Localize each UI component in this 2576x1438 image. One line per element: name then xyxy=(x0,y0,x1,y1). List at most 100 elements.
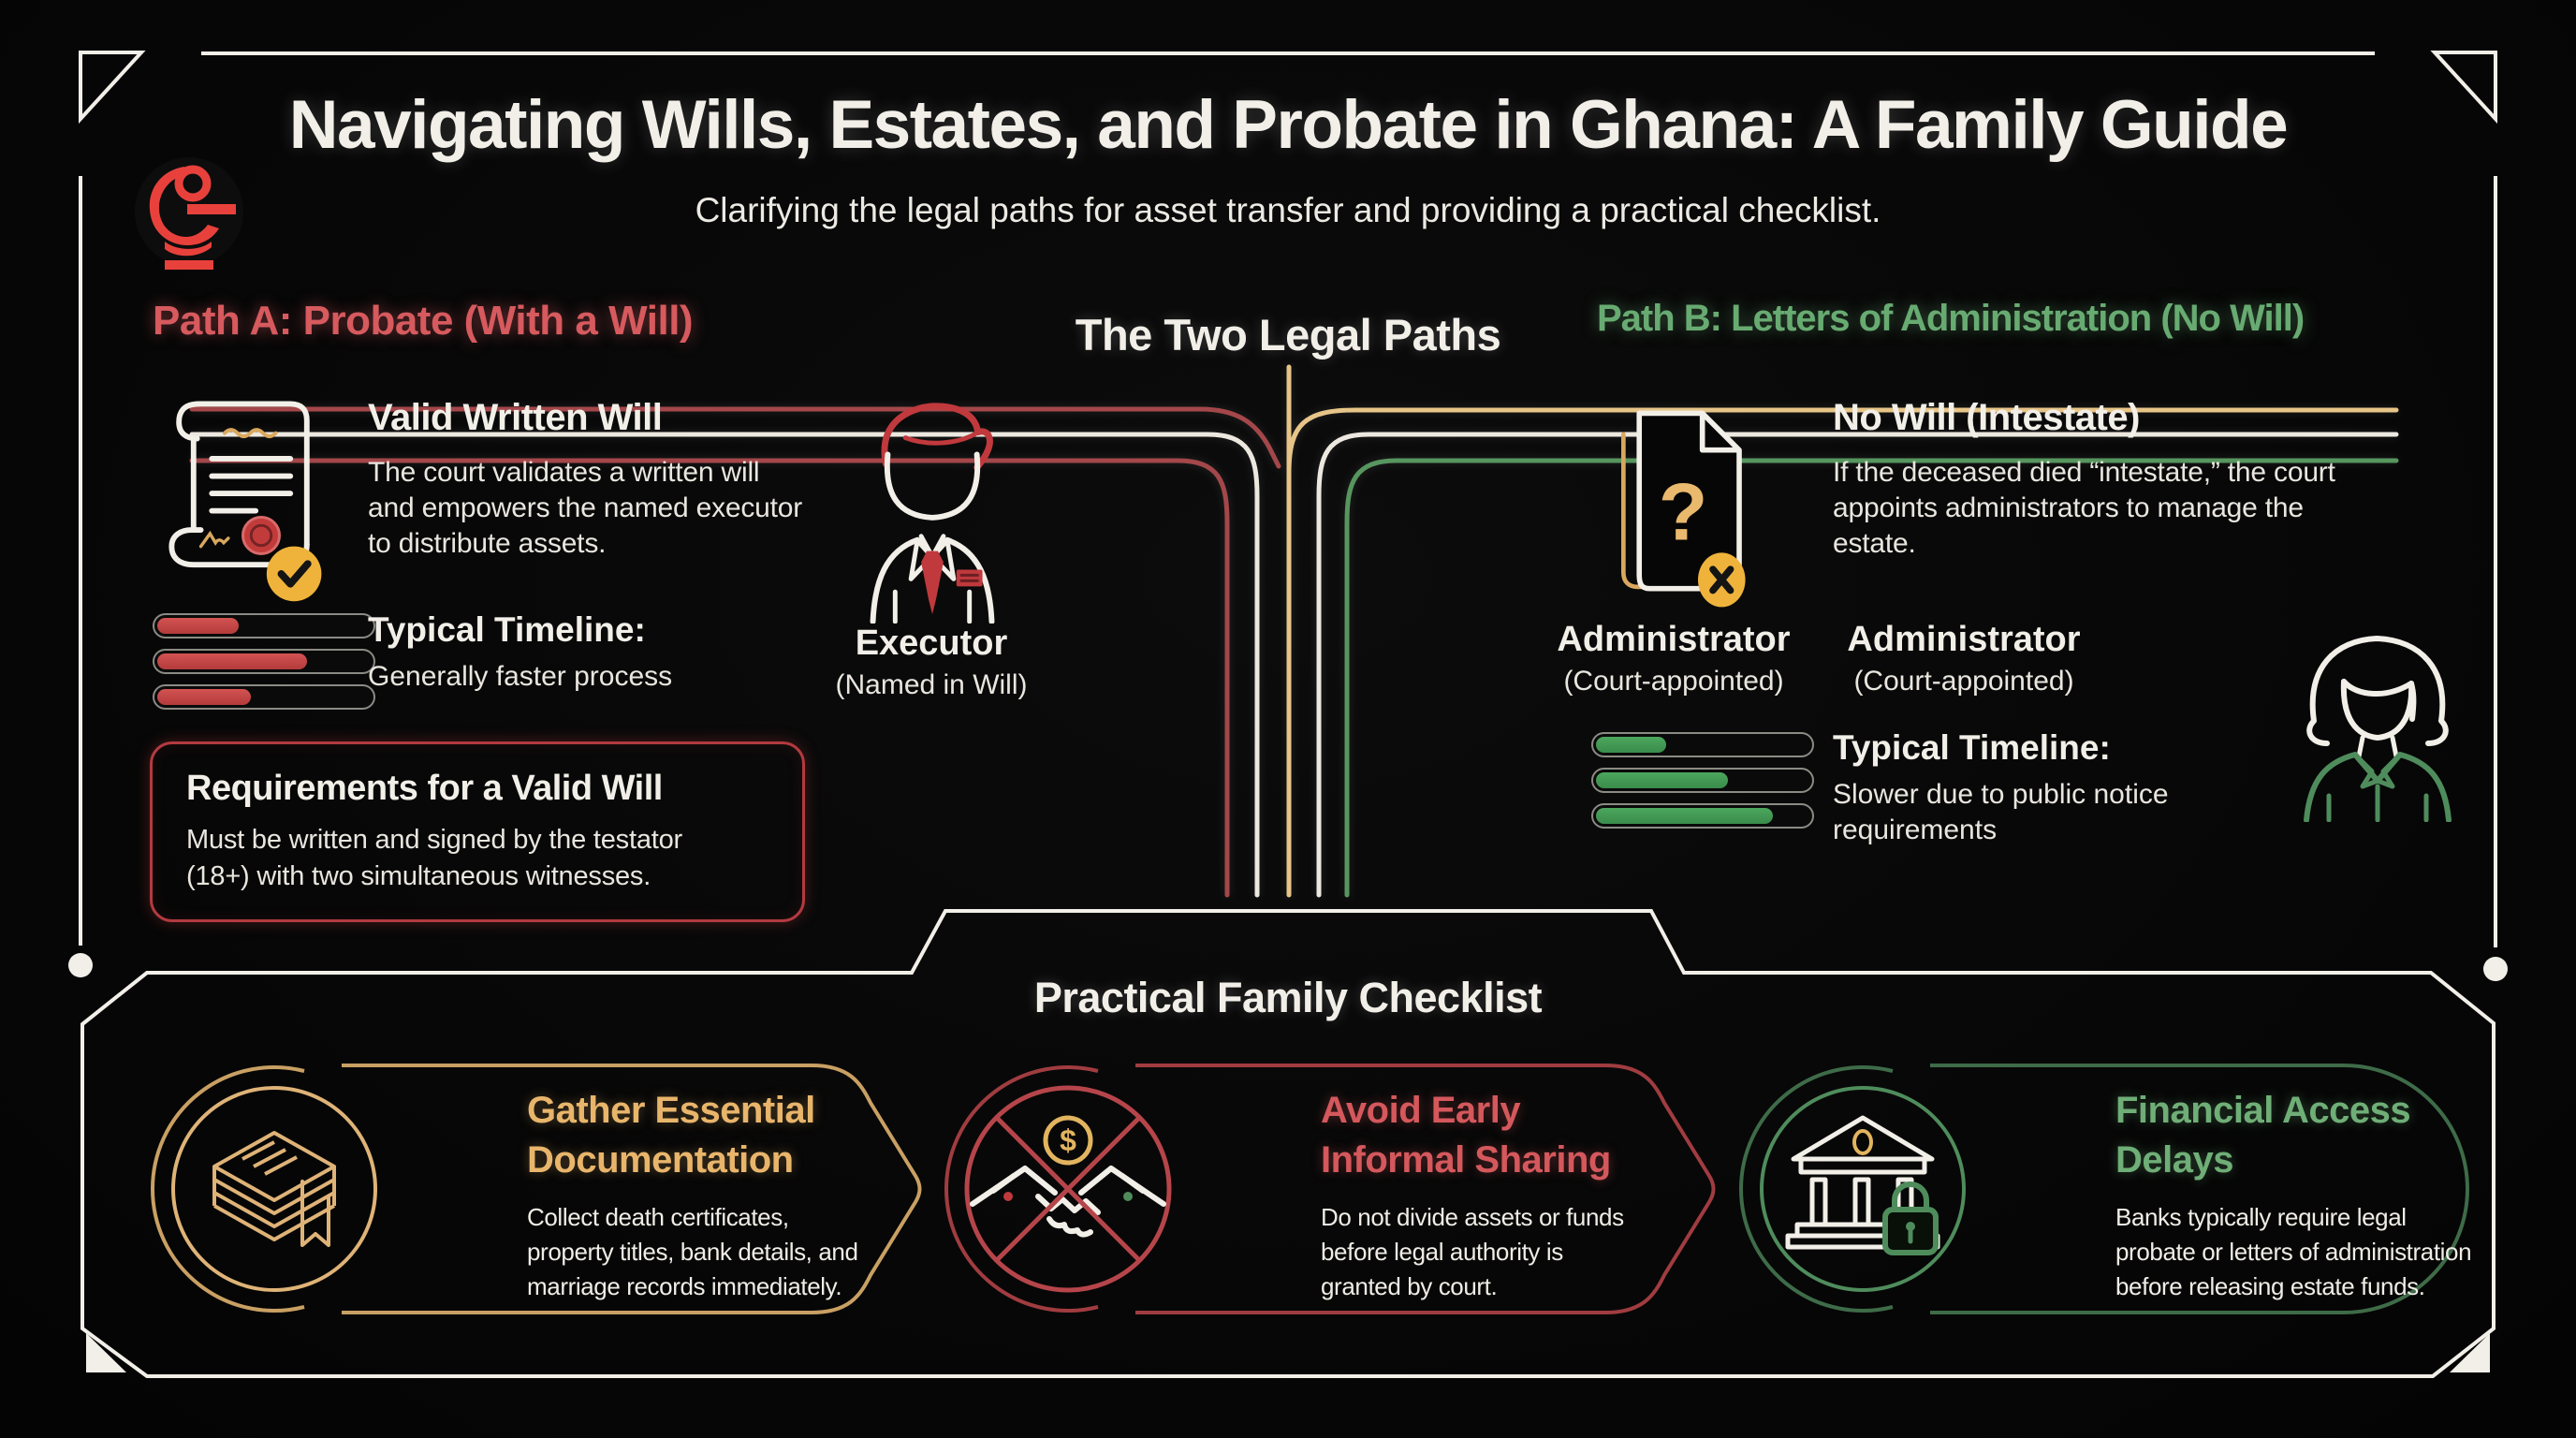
signature-icon xyxy=(198,530,230,549)
requirements-box: Requirements for a Valid Will Must be wr… xyxy=(150,741,805,922)
body-line: estate. xyxy=(1833,528,1916,559)
card-body: Banks typically require legal probate or… xyxy=(2115,1200,2472,1304)
valid-will-body: The court validates a written will and e… xyxy=(368,455,802,562)
checklist-heading: Practical Family Checklist xyxy=(1033,974,1543,1021)
wax-seal-icon xyxy=(242,515,281,555)
page-subtitle: Clarifying the legal paths for asset tra… xyxy=(695,191,1881,229)
checklist-card-documentation: Gather Essential Documentation Collect d… xyxy=(145,1062,924,1316)
progress-bar xyxy=(153,613,375,638)
body-line: Collect death certificates, xyxy=(527,1203,789,1231)
timeline-a-label: Typical Timeline: xyxy=(368,610,646,649)
body-line: requirements xyxy=(1833,814,1998,845)
no-handshake-icon: $ xyxy=(964,1085,1172,1293)
role-note: (Court-appointed) xyxy=(1563,666,1784,697)
bank-lock-icon xyxy=(1785,1115,1940,1255)
body-line: property titles, bank details, and xyxy=(527,1238,858,1266)
body-line: Do not divide assets or funds xyxy=(1321,1203,1624,1231)
path-line-red-lower xyxy=(189,458,1230,898)
administrator-person-icon xyxy=(2304,636,2452,822)
no-will-body: If the deceased died “intestate,” the co… xyxy=(1833,455,2335,562)
stacked-documents-icon xyxy=(212,1131,336,1247)
no-will-title: No Will (Intestate) xyxy=(1833,397,2140,438)
corner-triangle-bottom-right xyxy=(2450,1333,2490,1372)
path-line-white-left xyxy=(189,432,1260,898)
dollar-glyph: $ xyxy=(1060,1123,1076,1157)
progress-bar xyxy=(153,684,375,710)
card-title: Avoid Early Informal Sharing xyxy=(1321,1086,1611,1185)
role-name: Administrator xyxy=(1557,620,1791,659)
executor-person-icon xyxy=(870,403,995,624)
title-line: Documentation xyxy=(527,1139,794,1181)
checklist-card-financial-delays: Financial Access Delays Banks typically … xyxy=(1734,1062,2473,1316)
administration-timeline-bars xyxy=(1591,732,1814,839)
two-paths-heading: The Two Legal Paths xyxy=(1075,310,1501,360)
body-line: to distribute assets. xyxy=(368,528,607,559)
left-edge-dot xyxy=(68,953,93,977)
card-title: Financial Access Delays xyxy=(2115,1086,2411,1185)
checklist-card-avoid-sharing: $ Avoid Early Informal Sharing Do not di… xyxy=(939,1062,1718,1316)
requirements-body: Must be written and signed by the testat… xyxy=(186,822,768,895)
title-line: Delays xyxy=(2115,1139,2233,1181)
timeline-b-label: Typical Timeline: xyxy=(1833,728,2111,767)
probate-timeline-bars xyxy=(153,613,375,720)
title-line: Informal Sharing xyxy=(1321,1139,1611,1181)
card-body: Do not divide assets or funds before leg… xyxy=(1321,1200,1624,1304)
body-line: The court validates a written will xyxy=(368,457,760,488)
card-border xyxy=(1739,1064,2469,1314)
right-edge-dot xyxy=(2483,957,2508,981)
progress-bar xyxy=(1591,732,1814,757)
body-line: appoints administrators to manage the xyxy=(1833,492,2304,523)
card-border: $ xyxy=(944,1064,1716,1314)
body-line: Must be written and signed by the testat… xyxy=(186,825,683,855)
role-note: (Named in Will) xyxy=(835,669,1028,700)
path-line-gold-branch xyxy=(1286,407,2399,476)
title-line: Financial Access xyxy=(2115,1090,2411,1131)
executor-role-label: Executor (Named in Will) xyxy=(768,624,1095,701)
unknown-document-x-icon: ? xyxy=(1621,410,1746,608)
timeline-b-note: Slower due to public notice requirements xyxy=(1833,777,2169,848)
progress-bar xyxy=(1591,803,1814,829)
path-line-red-upper xyxy=(189,406,1281,469)
progress-bar xyxy=(1591,768,1814,793)
timeline-a-note: Generally faster process xyxy=(368,661,673,692)
body-line: granted by court. xyxy=(1321,1272,1498,1300)
requirements-title: Requirements for a Valid Will xyxy=(186,769,663,808)
path-a-heading: Path A: Probate (With a Will) xyxy=(153,298,694,344)
path-line-white-right xyxy=(1316,432,2399,898)
corner-triangle-top-left xyxy=(79,51,146,125)
brand-g-mark-icon xyxy=(135,157,243,270)
question-mark-glyph: ? xyxy=(1659,467,1708,557)
pocket-square-icon xyxy=(956,569,983,587)
body-line: (18+) with two simultaneous witnesses. xyxy=(186,861,651,891)
title-line: Gather Essential xyxy=(527,1090,815,1131)
body-line: Banks typically require legal xyxy=(2115,1203,2407,1231)
body-line: before releasing estate funds. xyxy=(2115,1272,2425,1300)
role-name: Administrator xyxy=(1847,620,2081,659)
role-note: (Court-appointed) xyxy=(1853,666,2074,697)
progress-bar xyxy=(153,649,375,674)
body-line: and empowers the named executor xyxy=(368,492,803,523)
body-line: before legal authority is xyxy=(1321,1238,1563,1266)
card-title: Gather Essential Documentation xyxy=(527,1086,815,1185)
administrator-role-label-right: Administrator (Court-appointed) xyxy=(1814,620,2114,697)
checklist-panel-border xyxy=(80,909,2496,1378)
administrator-role-label-left: Administrator (Court-appointed) xyxy=(1524,620,1823,697)
body-line: marriage records immediately. xyxy=(527,1272,842,1300)
card-border xyxy=(151,1064,922,1314)
will-scroll-check-icon xyxy=(168,401,322,602)
page-title: Navigating Wills, Estates, and Probate i… xyxy=(288,87,2289,163)
corner-triangle-bottom-left xyxy=(86,1333,126,1372)
card-body: Collect death certificates, property tit… xyxy=(527,1200,858,1304)
body-line: probate or letters of administration xyxy=(2115,1238,2472,1266)
valid-will-title: Valid Written Will xyxy=(368,397,663,438)
body-line: If the deceased died “intestate,” the co… xyxy=(1833,457,2335,488)
tie-icon xyxy=(921,550,944,615)
path-b-heading: Path B: Letters of Administration (No Wi… xyxy=(1597,298,2305,339)
path-line-green-right xyxy=(1344,458,2399,898)
dollar-coin-icon xyxy=(1043,1115,1093,1166)
corner-triangle-top-right xyxy=(2430,51,2497,125)
role-name: Executor xyxy=(855,624,1008,663)
